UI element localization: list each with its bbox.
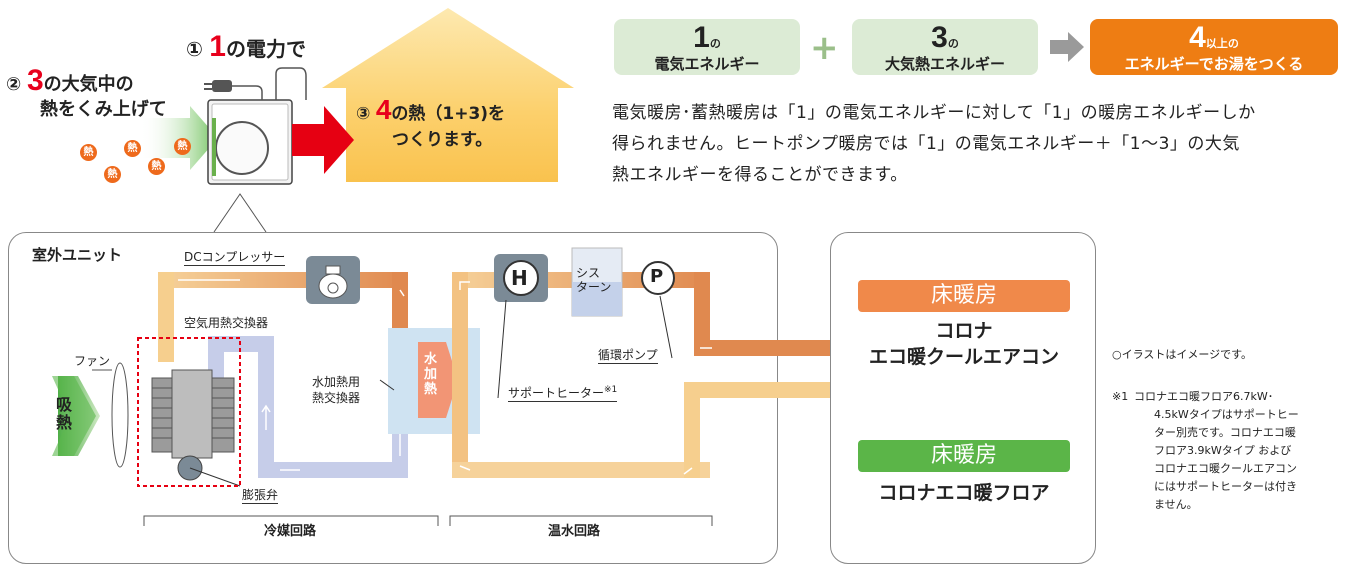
pump-icon (641, 261, 675, 295)
heat-output-arrow (292, 106, 354, 174)
note-support-heater: ※1 コロナエコ暖フロア6.7kW･ 4.5kWタイプはサポートヒー ター別売で… (1112, 390, 1299, 511)
note-illustration: ○イラストはイメージです。 (1112, 348, 1253, 361)
equation-box-electric: 1の 電気エネルギー (614, 19, 800, 75)
step1-caption: ① 1の電力で (186, 30, 306, 63)
absorb-heat-label: 吸熱 (56, 395, 73, 432)
floor-heating-title-1: 床暖房 (858, 280, 1070, 312)
equation-arrow-icon (1050, 32, 1084, 62)
heat-icon: 熱 (174, 138, 191, 155)
step2-caption-line2: 熱をくみ上げて (40, 99, 167, 120)
house-illustration (140, 8, 574, 233)
heater-symbol: H (511, 266, 528, 290)
circuit-diagram (52, 247, 830, 526)
fan-label: ファン (74, 354, 111, 368)
heat-icon: 熱 (80, 144, 97, 161)
floor-heating-title-2: 床暖房 (858, 440, 1070, 472)
compressor-label: DCコンプレッサー (184, 250, 286, 266)
hot-water-circuit-label: 温水回路 (548, 524, 601, 539)
plus-sign: + (810, 28, 839, 68)
air-heat-exchanger-label: 空気用熱交換器 (184, 316, 269, 330)
water-heat-exchanger-label: 水加熱用熱交換器 (312, 375, 361, 405)
floor-heating-product-2: コロナエコ暖フロア (878, 482, 1050, 504)
cistern-label: シスターン (576, 266, 612, 294)
pump-label: 循環ポンプ (598, 348, 658, 364)
outdoor-unit-title: 室外ユニット (32, 246, 123, 264)
step2-caption: ② 3の大気中の (6, 64, 134, 97)
pump-symbol: P (650, 266, 664, 287)
support-heater-label: サポートヒーター※1 (508, 385, 618, 402)
equation-box-atmospheric: 3の 大気熱エネルギー (852, 19, 1038, 75)
step3-caption-line2: つくります。 (392, 130, 493, 150)
outdoor-unit-fan (215, 121, 269, 175)
heat-icon: 熱 (104, 166, 121, 183)
refrigerant-highlight-frame (137, 337, 241, 487)
expansion-valve-label: 膨張弁 (242, 488, 279, 504)
heat-icon: 熱 (148, 158, 165, 175)
step3-caption: ③ 4の熱（1+3)を (356, 94, 506, 125)
heat-icon: 熱 (124, 140, 141, 157)
house-shape (322, 8, 574, 182)
water-heating-label: 水加熱 (424, 352, 438, 397)
equation-box-result: 4以上の エネルギーでお湯をつくる (1090, 19, 1338, 75)
floor-heating-product-1: コロナエコ暖クールエアコン (868, 320, 1059, 368)
refrigerant-circuit-label: 冷媒回路 (264, 524, 317, 539)
fan-icon (111, 362, 129, 468)
description-text: 電気暖房･蓄熱暖房は「1」の電気エネルギーに対して「1」の暖房エネルギーしか 得… (612, 103, 1256, 185)
plug-icon (212, 80, 232, 92)
